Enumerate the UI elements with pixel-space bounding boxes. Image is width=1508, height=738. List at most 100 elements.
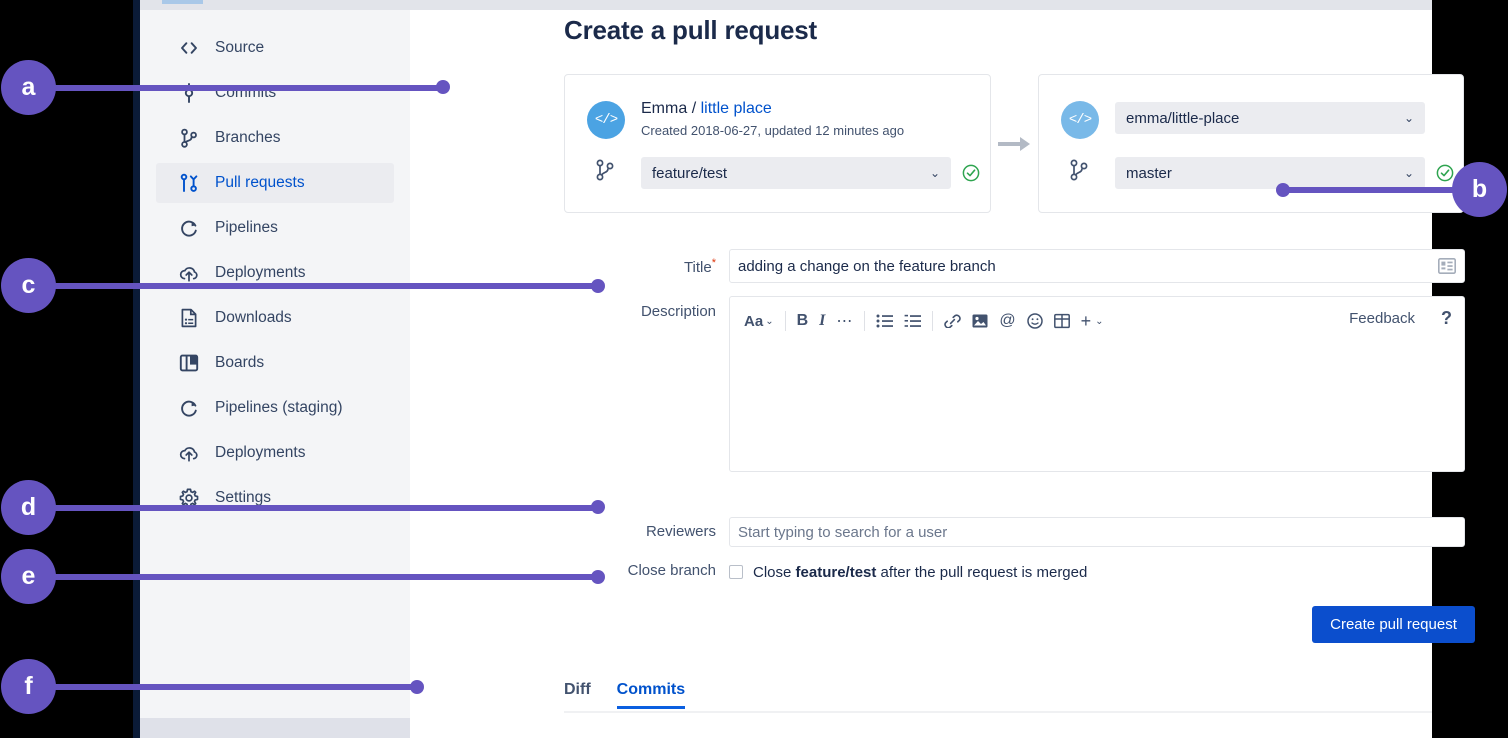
toolbar-divider [784, 311, 786, 331]
branches-icon [179, 128, 199, 148]
callout-dot-e [591, 570, 605, 584]
source-branch-status-icon [962, 164, 980, 182]
title-input[interactable]: adding a change on the feature branch [729, 249, 1465, 283]
required-marker: * [711, 257, 716, 269]
tab-commits[interactable]: Commits [616, 681, 686, 709]
destination-repo-select[interactable]: emma/little-place ⌄ [1115, 102, 1425, 134]
title-label: Title* [598, 257, 716, 276]
destination-branch-status-icon [1436, 164, 1454, 182]
callout-leader-c [55, 283, 600, 289]
sidebar-item-commits[interactable]: Commits [156, 73, 394, 113]
emoji-icon[interactable] [1026, 308, 1043, 334]
source-branch-card: </> Emma / little place Created 2018-06-… [564, 74, 991, 213]
toolbar-divider [932, 311, 934, 331]
sidebar-item-deployments[interactable]: Deployments [156, 253, 394, 293]
text-style-button[interactable]: Aa ⌄ [744, 308, 774, 334]
chevron-down-icon: ⌄ [929, 166, 940, 180]
table-icon[interactable] [1053, 308, 1070, 334]
source-branch-value: feature/test [652, 164, 728, 182]
code-brackets-icon [179, 38, 199, 58]
callout-badge-a: a [1, 60, 56, 115]
sidebar-item-boards[interactable]: Boards [156, 343, 394, 383]
sidebar-item-label: Pull requests [215, 174, 305, 191]
bold-button[interactable]: B [796, 312, 809, 329]
sidebar-item-label: Settings [215, 489, 272, 506]
callout-badge-c: c [1, 258, 56, 313]
main-content: Create a pull request </> Emma / little … [410, 10, 1475, 738]
insert-button[interactable]: + ⌄ [1081, 308, 1104, 334]
sidebar-item-label: Deployments [215, 444, 306, 461]
sidebar-item-label: Pipelines (staging) [215, 399, 343, 416]
close-branch-row[interactable]: Close feature/test after the pull reques… [729, 563, 1087, 581]
destination-branch-value: master [1126, 164, 1172, 182]
tab-diff[interactable]: Diff [564, 681, 591, 698]
page-title: Create a pull request [564, 15, 817, 45]
sidebar-item-deployments[interactable]: Deployments [156, 433, 394, 473]
callout-dot-d [591, 500, 605, 514]
source-repo-meta: Created 2018-06-27, updated 12 minutes a… [641, 123, 905, 138]
chevron-down-icon: ⌄ [765, 315, 774, 327]
callout-dot-c [591, 279, 605, 293]
title-template-icon[interactable] [1438, 258, 1456, 274]
destination-branch-icon [1069, 159, 1089, 181]
more-formatting-button[interactable]: ⋯ [836, 313, 854, 330]
help-icon[interactable]: ? [1441, 308, 1452, 328]
close-branch-text: Close feature/test after the pull reques… [753, 564, 1087, 581]
callout-dot-a [436, 80, 450, 94]
destination-repo-value: emma/little-place [1126, 109, 1240, 127]
feedback-link[interactable]: Feedback [1349, 310, 1415, 327]
title-label-text: Title [683, 259, 712, 276]
reviewers-placeholder: Start typing to search for a user [738, 523, 948, 541]
description-editor[interactable]: Aa ⌄ B I ⋯ [729, 296, 1465, 472]
close-branch-suffix: after the pull request is merged [876, 563, 1088, 581]
title-input-value: adding a change on the feature branch [738, 257, 996, 275]
sidebar-item-settings[interactable]: Settings [156, 478, 394, 518]
callout-leader-b [1285, 187, 1453, 193]
sidebar-item-pipelines-staging[interactable]: Pipelines (staging) [156, 388, 394, 428]
result-tabs: Diff Commits [564, 681, 1432, 713]
callout-leader-f [55, 684, 420, 690]
callout-badge-d: d [1, 480, 56, 535]
link-icon[interactable] [944, 308, 962, 334]
source-branch-icon [595, 159, 615, 181]
callout-dot-b [1276, 183, 1290, 197]
downloads-icon [179, 308, 199, 328]
sidebar-item-label: Downloads [215, 309, 292, 326]
reviewers-label: Reviewers [645, 523, 716, 540]
close-branch-prefix: Close [753, 563, 796, 581]
sidebar-item-branches[interactable]: Branches [156, 118, 394, 158]
close-branch-checkbox[interactable] [729, 565, 743, 579]
close-branch-label: Close branch [627, 562, 716, 579]
sidebar-item-downloads[interactable]: Downloads [156, 298, 394, 338]
top-strip [133, 0, 1432, 10]
close-branch-branch-name: feature/test [795, 563, 877, 581]
source-repo-separator: / [691, 100, 697, 117]
pull-request-icon [179, 173, 199, 193]
callout-leader-a [55, 85, 445, 91]
destination-branch-select[interactable]: master ⌄ [1115, 157, 1425, 189]
pipelines-icon [179, 398, 199, 418]
italic-button[interactable]: I [819, 312, 826, 329]
source-repo-owner: Emma [641, 100, 688, 117]
image-icon[interactable] [972, 308, 988, 334]
mention-button[interactable]: @ [999, 312, 1016, 329]
numbered-list-icon[interactable] [904, 308, 922, 334]
reviewers-input[interactable]: Start typing to search for a user [729, 517, 1465, 547]
toolbar-divider [864, 311, 866, 331]
source-branch-select[interactable]: feature/test ⌄ [641, 157, 951, 189]
create-pull-request-button[interactable]: Create pull request [1312, 606, 1475, 643]
sidebar-item-pull-requests[interactable]: Pull requests [156, 163, 394, 203]
source-repo-avatar-icon: </> [587, 101, 625, 139]
sidebar-item-source[interactable]: Source [156, 28, 394, 68]
description-label: Description [640, 303, 716, 320]
sidebar-footer [140, 718, 410, 738]
insert-plus-icon: + [1080, 310, 1092, 331]
sidebar-item-pipelines[interactable]: Pipelines [156, 208, 394, 248]
source-repo-link[interactable]: little place [700, 100, 772, 117]
editor-toolbar: Aa ⌄ B I ⋯ [730, 297, 1466, 345]
callout-badge-b: b [1452, 162, 1507, 217]
callout-badge-f: f [1, 659, 56, 714]
bullet-list-icon[interactable] [876, 308, 894, 334]
boards-icon [179, 353, 199, 373]
